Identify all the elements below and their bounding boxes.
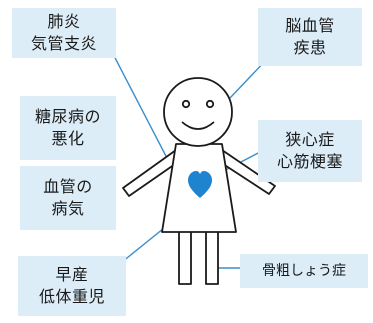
right-eye: [205, 99, 215, 109]
left-leg: [178, 229, 192, 285]
label-vascular-disease-text: 血管の 病気: [43, 177, 93, 218]
label-pneumonia-bronchitis: 肺炎 気管支炎: [12, 8, 116, 58]
label-diabetes-worsening: 糖尿病の 悪化: [20, 96, 116, 160]
label-pneumonia-bronchitis-text: 肺炎 気管支炎: [30, 12, 97, 53]
label-angina-infarction-text: 狭心症 心筋梗塞: [276, 130, 343, 171]
person-figure: [122, 77, 276, 285]
label-vascular-disease: 血管の 病気: [20, 166, 116, 230]
label-osteoporosis-text: 骨粗しょう症: [262, 263, 346, 279]
head: [163, 77, 233, 147]
label-diabetes-worsening-text: 糖尿病の 悪化: [34, 107, 101, 148]
right-leg: [205, 229, 219, 285]
heart-icon: [188, 171, 212, 198]
label-preterm-low-birthweight-text: 早産 低体重児: [38, 265, 105, 306]
smile: [181, 121, 215, 130]
left-eye: [181, 99, 191, 109]
label-osteoporosis: 骨粗しょう症: [240, 254, 368, 288]
label-preterm-low-birthweight: 早産 低体重児: [18, 256, 126, 316]
label-angina-infarction: 狭心症 心筋梗塞: [258, 120, 362, 182]
leader-line-lung: [111, 51, 169, 161]
label-cerebrovascular-disease: 脳血管 疾患: [258, 8, 362, 66]
label-cerebrovascular-disease-text: 脳血管 疾患: [285, 16, 335, 57]
